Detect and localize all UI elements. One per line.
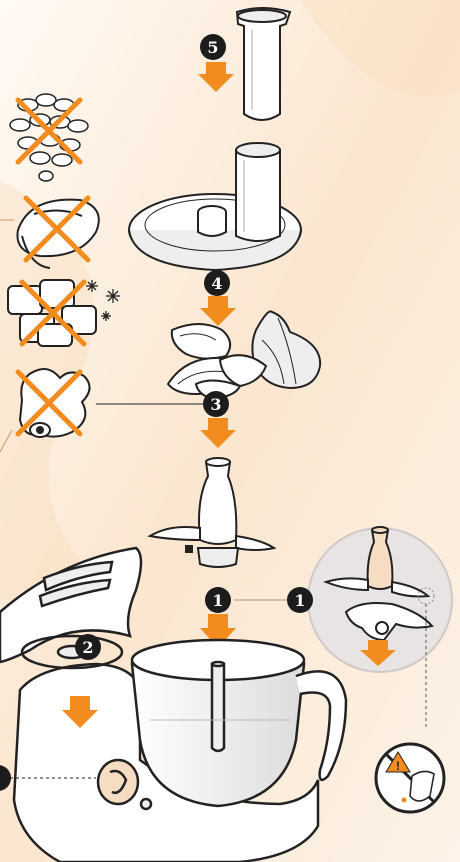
- svg-text:!: !: [396, 759, 400, 773]
- step-1-detail-badge: 1: [287, 587, 313, 613]
- ginger-icon: [20, 369, 90, 437]
- step-1-badge: 1: [205, 587, 231, 613]
- step-5-badge: 5: [200, 34, 226, 60]
- step-3-badge: 3: [203, 391, 229, 417]
- step-4-badge: 4: [204, 270, 230, 296]
- warning-icon: !: [376, 744, 444, 812]
- step-2-badge: 2: [75, 634, 101, 660]
